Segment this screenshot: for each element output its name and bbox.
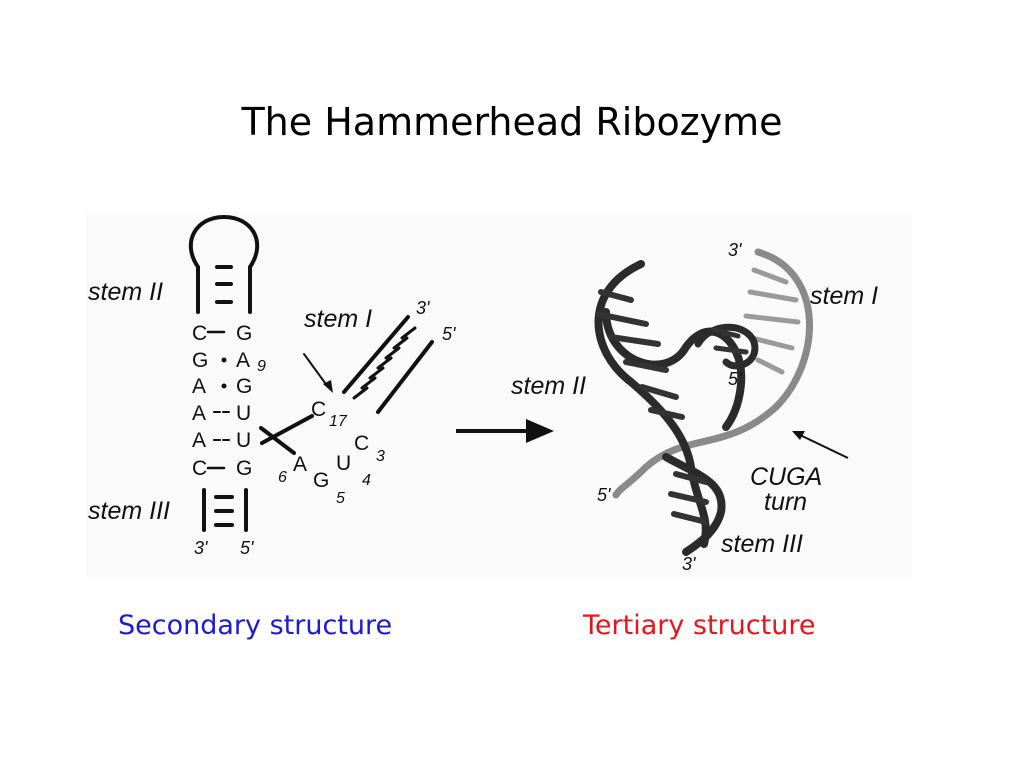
ribozyme-figure: C G A A A C G A G U U G A G U C C 9 6 5 … <box>88 214 878 574</box>
caption-secondary-structure: Secondary structure <box>118 610 393 641</box>
tertiary-structure-model <box>594 248 814 556</box>
core-rungs <box>711 327 749 355</box>
right-nt-a: A <box>236 349 250 372</box>
stem3-dark-rungs <box>668 471 709 525</box>
stem1-grey-rungs <box>743 267 801 375</box>
grey-backbone-strand <box>612 248 814 499</box>
pair-dot <box>221 383 227 389</box>
stem1-base-pairs <box>352 326 417 400</box>
junction-backbone-a <box>259 426 296 455</box>
dark-backbone-strand-a <box>594 260 710 548</box>
cuga-pointer-arrowhead <box>792 431 805 440</box>
right-nt-u: U <box>236 402 251 425</box>
stem2-dark-rungs <box>595 289 685 420</box>
stem2-hairpin-loop <box>188 214 260 314</box>
end-stem1-3prime: 3' <box>416 298 430 318</box>
pos-3: 3 <box>376 448 385 465</box>
transition-arrow-head <box>526 419 554 443</box>
left-nt-a: A <box>192 402 206 425</box>
tert-label-stem1: stem I <box>810 282 878 310</box>
stem3-dark-strand <box>662 453 726 556</box>
loop-nt-u4: U <box>336 452 351 475</box>
pos-17: 17 <box>329 413 348 430</box>
tert-end-bottom-3prime: 3' <box>682 554 696 574</box>
loop-nt-g5: G <box>313 469 329 492</box>
pos-5: 5 <box>336 490 345 507</box>
stem1-strand-b <box>376 340 434 414</box>
right-nt-u: U <box>236 429 251 452</box>
tert-label-stem3: stem III <box>721 530 803 558</box>
ribozyme-figure-panel: C G A A A C G A G U U G A G U C C 9 6 5 … <box>86 212 912 577</box>
c17-pointer-arrowhead <box>323 380 333 393</box>
left-nt-a: A <box>192 429 206 452</box>
end-stem3-5prime: 5' <box>240 538 254 558</box>
left-nt-g: G <box>192 349 208 372</box>
left-nt-c: C <box>192 457 207 480</box>
tert-label-stem2: stem II <box>511 372 586 400</box>
secondary-structure-diagram <box>188 214 434 532</box>
end-stem3-3prime: 3' <box>194 538 208 558</box>
right-nt-g: G <box>236 457 252 480</box>
tert-end-top-3prime: 3' <box>728 240 742 260</box>
caption-tertiary-structure: Tertiary structure <box>583 610 816 641</box>
right-nt-g: G <box>236 322 252 345</box>
pair-dot <box>221 357 227 363</box>
tert-end-mid-5prime: 5' <box>728 369 742 389</box>
stem1-strand-a <box>342 315 410 394</box>
loop-nt-c3: C <box>354 432 369 455</box>
c17-pointer-arrow <box>303 353 329 388</box>
label-stem1: stem I <box>304 305 372 333</box>
pos-9: 9 <box>257 358 266 375</box>
cuga-pointer-arrow <box>799 434 849 459</box>
pos-4: 4 <box>362 472 371 489</box>
junction-backbone-b <box>260 414 314 445</box>
right-nt-g: G <box>236 375 252 398</box>
tert-label-turn: turn <box>764 488 807 516</box>
tert-end-left-5prime: 5' <box>597 485 611 505</box>
pos-6: 6 <box>278 469 287 486</box>
label-stem3: stem III <box>88 497 170 525</box>
label-stem2: stem II <box>88 278 163 306</box>
slide-title: The Hammerhead Ribozyme <box>241 100 783 144</box>
loop-nt-a6: A <box>293 453 307 476</box>
left-nt-c: C <box>192 322 207 345</box>
tert-label-cuga: CUGA <box>750 463 822 491</box>
end-stem1-5prime: 5' <box>442 324 456 344</box>
nt-c17: C <box>311 398 326 421</box>
left-nt-a: A <box>192 375 206 398</box>
